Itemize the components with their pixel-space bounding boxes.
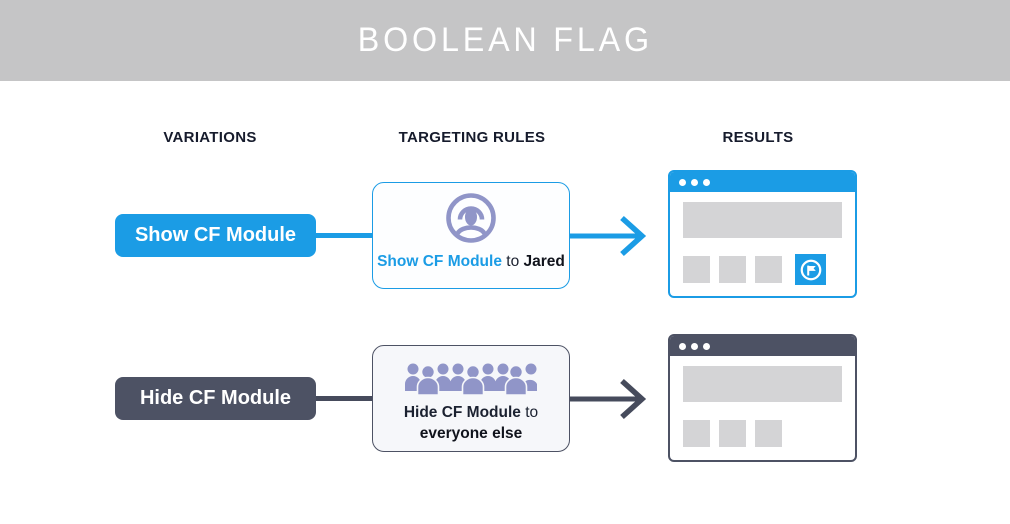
content-placeholder-square <box>755 256 782 283</box>
column-header-results: RESULTS <box>722 129 794 146</box>
rule-flag-name: Hide CF Module <box>403 404 521 421</box>
connector-line-show <box>300 233 374 238</box>
rule-target-name: everyone else <box>419 425 523 442</box>
column-header-variations: VARIATIONS <box>163 129 257 146</box>
variation-pill-show-cf-module: Show CF Module <box>115 214 316 257</box>
column-header-targeting-rules: TARGETING RULES <box>398 129 546 146</box>
window-dot-icon <box>703 342 710 350</box>
browser-title-bar <box>670 172 855 192</box>
rule-flag-name: Show CF Module <box>377 253 502 270</box>
browser-body <box>670 356 855 449</box>
content-placeholder-banner <box>683 366 842 402</box>
result-browser-module-shown <box>668 170 857 298</box>
targeting-rule-card-hide: Hide CF Module to everyone else <box>372 345 570 452</box>
window-dot-icon <box>703 178 710 186</box>
window-dot-icon <box>691 342 698 350</box>
variation-pill-hide-cf-module: Hide CF Module <box>115 377 316 420</box>
result-browser-module-hidden <box>668 334 857 462</box>
content-placeholder-square <box>719 420 746 447</box>
rule-text-show: Show CF Module to Jared <box>377 251 565 272</box>
arrow-right-icon-slate <box>570 375 652 423</box>
connector-line-hide <box>300 396 374 401</box>
targeting-rule-card-show: Show CF Module to Jared <box>372 182 570 289</box>
cf-module-tile <box>795 254 826 285</box>
title-banner: BOOLEAN FLAG <box>0 0 1010 81</box>
content-placeholder-square <box>683 256 710 283</box>
content-placeholder-banner <box>683 202 842 238</box>
browser-title-bar <box>670 336 855 356</box>
content-placeholder-row <box>683 254 842 285</box>
window-dot-icon <box>679 342 686 350</box>
flag-icon <box>800 259 821 280</box>
browser-body <box>670 192 855 285</box>
window-dot-icon <box>691 178 698 186</box>
content-placeholder-row <box>683 418 842 449</box>
user-in-circle-icon <box>445 192 497 244</box>
rule-connector-word: to <box>506 253 520 270</box>
crowd-icon <box>405 360 537 396</box>
content-placeholder-square <box>755 420 782 447</box>
content-placeholder-square <box>683 420 710 447</box>
rule-text-hide: Hide CF Module to everyone else <box>404 402 538 444</box>
content-placeholder-square <box>719 256 746 283</box>
arrow-right-icon-blue <box>570 212 652 260</box>
rule-connector-word: to <box>525 404 539 421</box>
rule-target-name: Jared <box>523 253 565 270</box>
page-title: BOOLEAN FLAG <box>357 20 653 60</box>
window-dot-icon <box>679 178 686 186</box>
